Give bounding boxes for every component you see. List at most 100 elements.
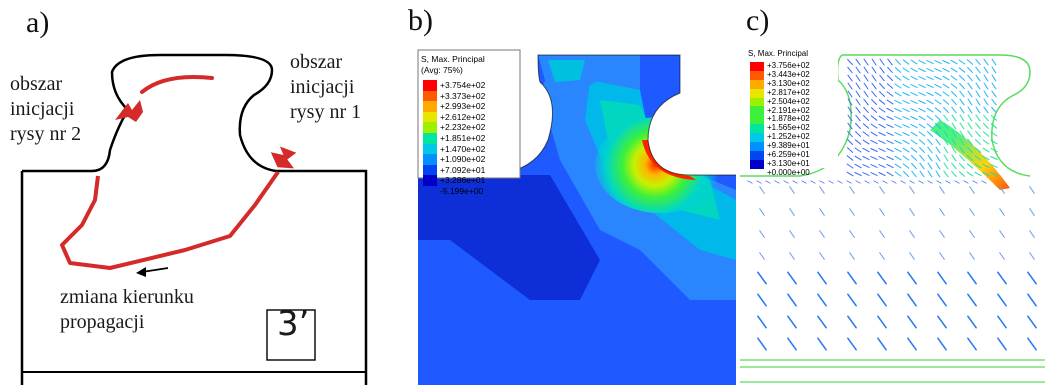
stress-vector [1029, 186, 1035, 194]
stress-vector [910, 108, 918, 112]
stress-vector [870, 107, 878, 113]
stress-vector [854, 172, 862, 176]
stress-vector [810, 180, 816, 184]
stress-vector [854, 147, 862, 153]
legend-color-swatch [750, 124, 764, 134]
stress-vector [878, 99, 886, 105]
stress-vector [911, 170, 917, 178]
stress-vector [855, 90, 861, 98]
legend-color-swatch [750, 70, 764, 80]
stress-vector [886, 148, 894, 152]
stress-vector [990, 147, 998, 153]
stress-vector [877, 271, 887, 285]
stress-vector [817, 337, 827, 351]
stress-vector [974, 163, 982, 169]
stress-vector [871, 99, 877, 105]
legend-color-swatch [750, 142, 764, 151]
stress-vector [999, 230, 1005, 238]
stress-vector [902, 116, 910, 120]
stress-vector [849, 252, 855, 260]
stress-vector [990, 172, 998, 176]
panel-label-c: c) [746, 4, 770, 37]
stress-vector [982, 147, 990, 153]
stress-vector [854, 163, 862, 169]
stress-vector [787, 293, 797, 307]
stress-vector [967, 130, 973, 138]
stress-vector [886, 132, 894, 136]
stress-vector [967, 138, 973, 146]
stress-vector [902, 75, 910, 81]
stress-vector [847, 66, 853, 74]
stress-vector [902, 155, 910, 161]
legend-b-subtitle: (Avg: 75%) [421, 64, 463, 75]
stress-vector [997, 293, 1007, 307]
panel-label-a: a) [26, 6, 50, 39]
stress-vector [879, 82, 885, 90]
stress-vector [991, 82, 997, 90]
stress-vector [911, 162, 917, 170]
stress-vector [918, 115, 926, 121]
stress-vector [787, 337, 797, 351]
stress-vector [878, 123, 886, 129]
stress-vector [969, 208, 975, 216]
legend-value: +3.373e+02 [440, 90, 486, 101]
stress-vector [909, 208, 915, 216]
stress-vector [927, 146, 933, 154]
stress-vector [910, 75, 918, 81]
stress-vector [975, 82, 981, 90]
legend-value: +3.756e+02 [767, 61, 810, 70]
stress-vector [902, 83, 910, 89]
stress-vector [855, 98, 861, 106]
stress-vector [935, 162, 941, 170]
legend-value: +0.000e+00 [767, 167, 810, 177]
stress-vector [1029, 208, 1035, 216]
stress-vector [967, 82, 973, 90]
stress-vector [847, 106, 853, 114]
stress-vector [982, 163, 990, 169]
stress-vector [959, 106, 965, 114]
legend-b: S, Max. Principal (Avg: 75%) +3.754e+02+… [421, 54, 521, 196]
stress-vector [847, 139, 853, 145]
stress-vector [982, 155, 990, 161]
stress-vector [945, 180, 951, 184]
stress-vector [887, 75, 893, 81]
stress-vector [759, 186, 765, 194]
stress-vector [983, 98, 989, 106]
stress-vector [997, 337, 1007, 351]
stress-vector [935, 170, 941, 178]
stress-vector [879, 208, 885, 216]
stress-vector [757, 271, 767, 285]
stress-vector [963, 180, 969, 184]
stress-vector [879, 186, 885, 194]
stress-vector [886, 83, 894, 89]
stress-vector [894, 132, 902, 136]
stress-vector [902, 59, 910, 65]
stress-vector [990, 115, 998, 121]
stress-vector [943, 154, 949, 162]
legend-value: +3.754e+02 [440, 80, 486, 90]
stress-vector [902, 163, 910, 169]
stress-vector [894, 124, 902, 128]
stress-vector [894, 140, 902, 144]
legend-value: +3.130e+02 [767, 78, 810, 88]
stress-vector [999, 186, 1005, 194]
legend-value: +2.191e+02 [767, 105, 810, 115]
stress-vector [1027, 293, 1037, 307]
legend-c-title: S, Max. Principal [748, 49, 809, 58]
legend-value: +2.232e+02 [440, 122, 486, 133]
stress-vector [943, 138, 949, 146]
stress-vector [871, 66, 877, 74]
stress-vector [910, 59, 918, 65]
stress-vector [983, 66, 989, 74]
stress-vector [942, 91, 950, 97]
stress-vector [910, 67, 918, 73]
stress-vector [959, 163, 965, 169]
stress-vector [819, 252, 825, 260]
stress-vector [951, 91, 957, 97]
stress-vector [969, 186, 975, 194]
stress-vector [902, 147, 910, 153]
legend-value: +1.878e+02 [767, 114, 810, 124]
stress-vector [855, 58, 861, 66]
legend-value: +1.252e+02 [767, 132, 810, 142]
stress-vector [879, 91, 885, 97]
